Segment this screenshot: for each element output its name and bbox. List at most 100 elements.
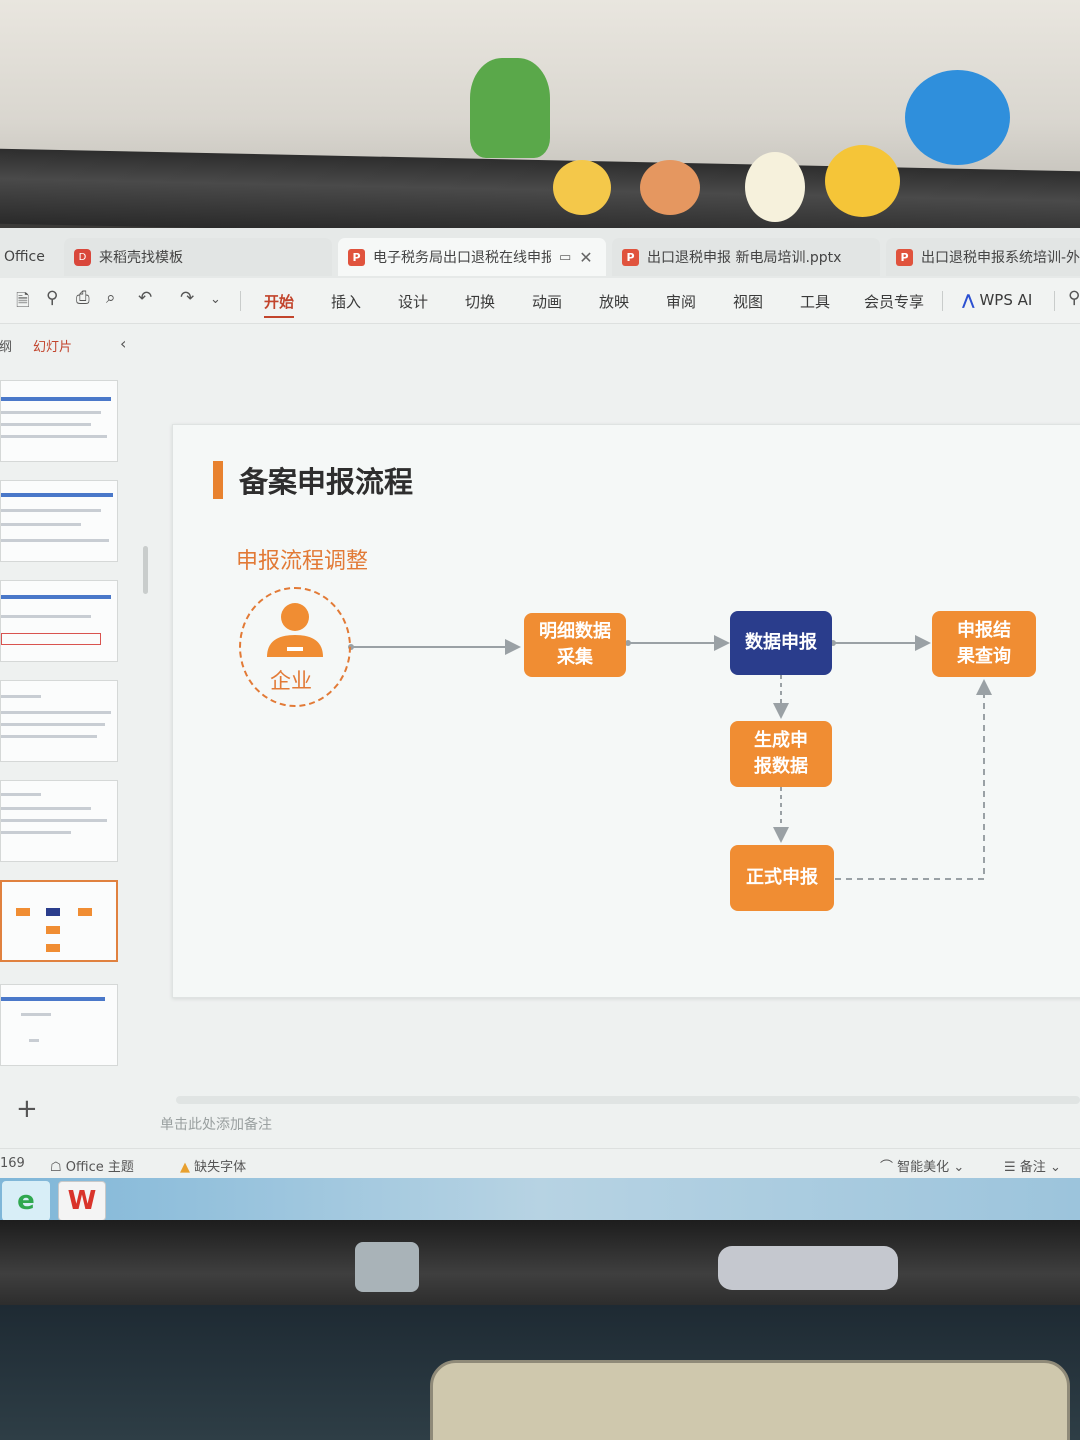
- comment-icon[interactable]: ▭: [559, 249, 572, 265]
- tab-presentation-2[interactable]: P 出口退税申报 新电局培训.pptx: [612, 238, 880, 276]
- notes-placeholder[interactable]: 单击此处添加备注: [160, 1117, 272, 1133]
- notes-button[interactable]: ☰ 备注 ⌄: [1004, 1156, 1061, 1175]
- step-result-label: 申报结 果查询: [957, 620, 1011, 667]
- save-icon[interactable]: 🗎: [16, 291, 30, 311]
- print-preview-icon[interactable]: ⌕: [106, 288, 116, 308]
- add-slide-button[interactable]: +: [16, 1094, 38, 1124]
- slide-thumbnail[interactable]: [0, 780, 118, 862]
- slide-title[interactable]: 备案申报流程: [239, 465, 414, 499]
- beautify-icon: ⌒: [880, 1160, 894, 1175]
- tab-docer[interactable]: D 来稻壳找模板: [64, 238, 332, 276]
- notes-label: 备注: [1019, 1160, 1046, 1175]
- menu-design[interactable]: 设计: [398, 293, 429, 311]
- menu-home[interactable]: 开始: [264, 291, 295, 318]
- sticker-camera-icon: [718, 1246, 898, 1290]
- undo-icon[interactable]: ↶: [138, 288, 153, 308]
- tab-label: 出口退税申报系统培训-外贸: [921, 250, 1080, 266]
- person-icon: [267, 603, 323, 657]
- tab-office[interactable]: Office: [0, 238, 52, 276]
- thumb-line: [1, 411, 101, 414]
- thumb-line: [1, 435, 107, 438]
- tab-label: Office: [4, 249, 45, 265]
- slide-thumbnail[interactable]: [0, 380, 118, 462]
- wps-ai-button[interactable]: ⋀ WPS AI: [962, 291, 1032, 309]
- step-declare-box[interactable]: 数据申报: [730, 611, 832, 675]
- search-icon[interactable]: ⚲: [1068, 288, 1080, 308]
- menu-review[interactable]: 审阅: [666, 293, 697, 311]
- step-formal-label: 正式申报: [746, 867, 818, 888]
- chevron-down-icon[interactable]: ⌄: [210, 292, 221, 307]
- monitor-bezel-bottom: [0, 1220, 1080, 1310]
- step-generate-box[interactable]: 生成申 报数据: [730, 721, 832, 787]
- slide-thumbnail-current[interactable]: [0, 880, 118, 962]
- tab-outline[interactable]: 大纲: [0, 340, 13, 355]
- flow-connectors: [348, 635, 992, 880]
- menu-tools[interactable]: 工具: [800, 293, 831, 311]
- ie-browser-icon[interactable]: e: [2, 1181, 50, 1221]
- slide-thumbnail[interactable]: [0, 580, 118, 662]
- horizontal-scrollbar[interactable]: [176, 1096, 1080, 1104]
- tab-presentation-3[interactable]: P 出口退税申报系统培训-外贸: [886, 238, 1080, 276]
- desk-tray: [430, 1360, 1070, 1440]
- thumb-box: [46, 926, 60, 934]
- thumb-line: [1, 831, 71, 834]
- sticker-face: [640, 160, 700, 215]
- menu-animation[interactable]: 动画: [532, 293, 563, 311]
- slide-thumbnail[interactable]: [0, 984, 118, 1066]
- thumb-highlight: [1, 633, 101, 645]
- thumb-box: [46, 944, 60, 952]
- thumb-line: [1, 723, 105, 726]
- missing-font-label: 缺失字体: [194, 1160, 247, 1175]
- theme-indicator[interactable]: ☖ Office 主题: [50, 1156, 134, 1175]
- menu-view[interactable]: 视图: [733, 293, 764, 311]
- chevron-down-icon: ⌄: [953, 1160, 965, 1175]
- sticker-heart: [553, 160, 611, 215]
- menu-insert[interactable]: 插入: [331, 293, 362, 311]
- collapse-icon[interactable]: ‹: [120, 334, 127, 353]
- step-collect-label: 明细数据 采集: [539, 621, 611, 668]
- divider: [1054, 291, 1055, 311]
- ppt-icon: P: [622, 248, 639, 266]
- figurine-doraemon: [905, 70, 1010, 165]
- warning-icon: ▲: [180, 1160, 190, 1175]
- step-generate-label: 生成申 报数据: [754, 730, 808, 777]
- thumb-line: [1, 539, 109, 542]
- thumb-line: [1, 735, 97, 738]
- thumb-line: [1, 397, 111, 401]
- tab-slides[interactable]: 幻灯片: [33, 340, 73, 355]
- thumb-line: [1, 695, 41, 698]
- menu-member[interactable]: 会员专享: [864, 293, 925, 311]
- print-icon[interactable]: ⎙: [76, 288, 90, 308]
- share-icon[interactable]: ⚲: [46, 288, 59, 308]
- menu-transition[interactable]: 切换: [465, 293, 496, 311]
- slide-thumbnail[interactable]: [0, 480, 118, 562]
- redo-icon[interactable]: ↷: [180, 288, 195, 308]
- slide-thumbnail[interactable]: [0, 680, 118, 762]
- slide-canvas[interactable]: 备案申报流程 申报流程调整 企业: [172, 424, 1080, 998]
- tab-label: 电子税务局出口退税在线申报: [373, 250, 551, 266]
- smart-beautify-button[interactable]: ⌒ 智能美化 ⌄: [880, 1156, 964, 1175]
- wps-office-icon[interactable]: W: [58, 1181, 106, 1221]
- chevron-down-icon: ⌄: [1049, 1160, 1061, 1175]
- ppt-icon: P: [896, 248, 913, 266]
- step-result-box[interactable]: 申报结 果查询: [932, 611, 1036, 677]
- figurine-cactus: [470, 58, 550, 158]
- enterprise-circle[interactable]: [239, 587, 351, 707]
- thumb-line: [1, 509, 101, 512]
- wps-ai-icon: ⋀: [962, 291, 975, 309]
- thumb-line: [1, 523, 81, 526]
- step-collect-box[interactable]: 明细数据 采集: [524, 613, 626, 677]
- thumb-line: [1, 711, 111, 714]
- menu-slideshow[interactable]: 放映: [599, 293, 630, 311]
- thumb-line: [1, 997, 105, 1001]
- step-formal-box[interactable]: 正式申报: [730, 845, 834, 911]
- tab-bar: Office D 来稻壳找模板 P 电子税务局出口退税在线申报 ▭ ✕ P 出口…: [0, 228, 1080, 278]
- thumb-line: [1, 595, 111, 599]
- tab-current-presentation[interactable]: P 电子税务局出口退税在线申报 ▭ ✕: [338, 238, 606, 276]
- missing-font-indicator[interactable]: ▲ 缺失字体: [180, 1156, 246, 1175]
- thumbnail-scrollbar[interactable]: [143, 546, 148, 594]
- sticker-chick: [745, 152, 805, 222]
- close-icon[interactable]: ✕: [579, 247, 593, 267]
- taskbar: e W: [0, 1178, 1080, 1224]
- slide-subtitle[interactable]: 申报流程调整: [236, 549, 369, 574]
